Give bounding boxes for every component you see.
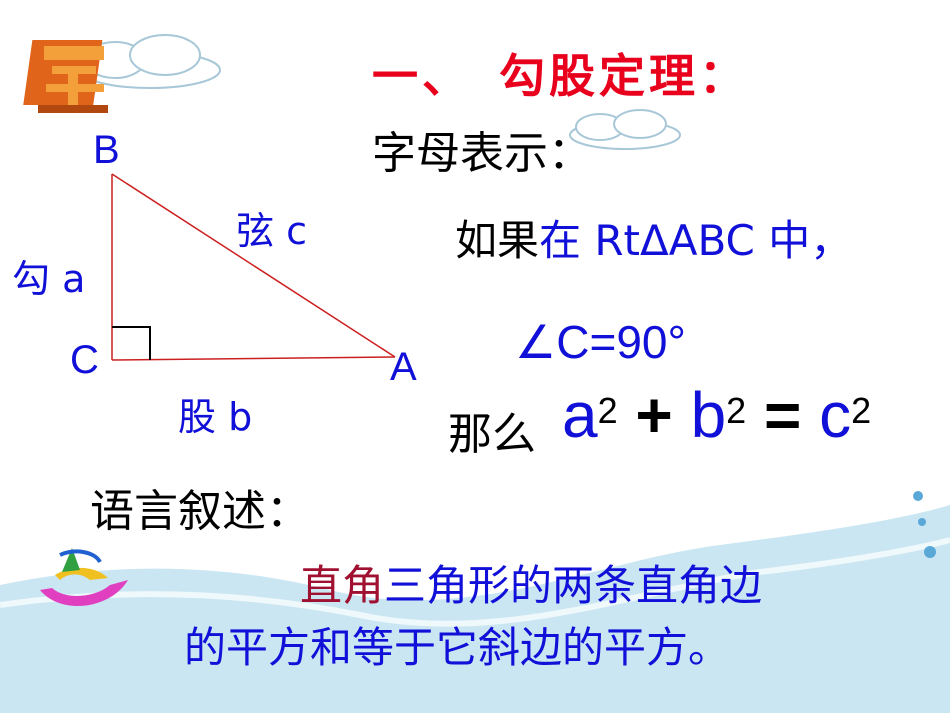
formula-exp-a: 2 bbox=[597, 390, 618, 431]
then-word: 那么 bbox=[448, 409, 536, 460]
statement-red: 直角 bbox=[300, 561, 385, 610]
formula-plus: + bbox=[635, 379, 673, 451]
colorful-boat-icon bbox=[40, 548, 128, 607]
formula-equals: = bbox=[763, 379, 802, 451]
bottom-ribbon bbox=[0, 505, 950, 713]
angle-condition: ∠C=90° bbox=[515, 316, 686, 368]
leg-a-label: 勾 a bbox=[12, 257, 86, 301]
condition-line: 如果在 RtΔABC 中， bbox=[455, 207, 852, 268]
cloud bbox=[79, 34, 221, 89]
statement-blue: 三角形的两条直角边 bbox=[384, 561, 763, 610]
hypotenuse-label: 弦 c bbox=[236, 209, 307, 253]
decor-dot bbox=[924, 546, 936, 558]
formula-exp-b: 2 bbox=[726, 390, 747, 431]
subheading-letters: 字母表示： bbox=[372, 128, 592, 179]
condition-text: 在 RtΔABC 中， bbox=[539, 216, 853, 265]
statement-line-2: 的平方和等于它斜边的平方。 bbox=[184, 623, 731, 672]
study-logo bbox=[23, 40, 108, 113]
page-title: 一、 勾股定理： bbox=[372, 49, 749, 103]
leg-b-label: 股 b bbox=[178, 395, 253, 439]
decor-dot bbox=[918, 518, 926, 526]
condition-prefix: 如果 bbox=[455, 216, 540, 265]
formula-a: a bbox=[562, 379, 598, 451]
formula-c: c bbox=[819, 379, 852, 451]
vertex-b-label: B bbox=[93, 128, 120, 172]
subheading-words: 语言叙述： bbox=[90, 486, 310, 537]
vertex-c-label: C bbox=[70, 338, 99, 382]
right-angle-mark bbox=[112, 326, 151, 360]
hypotenuse bbox=[111, 173, 396, 358]
formula-exp-c: 2 bbox=[851, 390, 872, 431]
decor-dot bbox=[913, 491, 923, 501]
formula-b: b bbox=[690, 379, 727, 451]
ribbon-highlight bbox=[0, 537, 950, 627]
right-triangle bbox=[111, 173, 396, 361]
pythagorean-formula: a2 + b2 = c2 bbox=[562, 378, 871, 452]
cloud bbox=[569, 109, 681, 150]
vertex-a-label: A bbox=[390, 345, 417, 389]
statement-line-1: 直角三角形的两条直角边 bbox=[300, 552, 762, 613]
leg-b bbox=[111, 356, 396, 361]
